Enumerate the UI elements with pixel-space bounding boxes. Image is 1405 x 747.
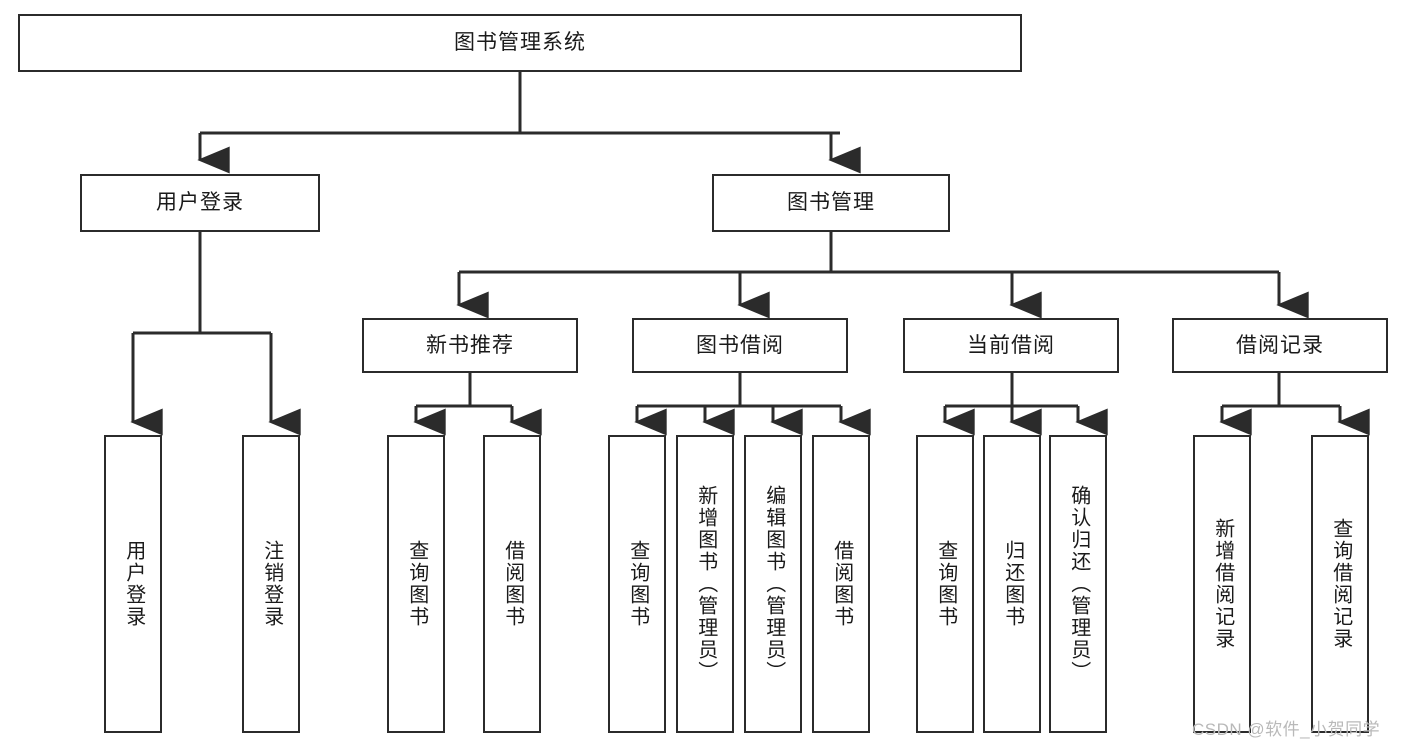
node-label: 图书管理: [787, 191, 875, 215]
node-leaf-user-login[interactable]: 用户登录: [104, 435, 162, 733]
node-label: 查询图书: [934, 540, 957, 628]
node-book-management-system[interactable]: 图书管理系统: [18, 14, 1022, 72]
node-new-book-recommend[interactable]: 新书推荐: [362, 318, 578, 373]
node-leaf-query-borrow-record[interactable]: 查询借阅记录: [1311, 435, 1369, 733]
node-leaf-add-borrow-record[interactable]: 新增借阅记录: [1193, 435, 1251, 733]
node-label: 新增借阅记录: [1211, 518, 1234, 650]
node-label: 注销登录: [260, 540, 283, 628]
node-label: 确认归还（管理员）: [1067, 485, 1090, 683]
node-leaf-borrow-book[interactable]: 借阅图书: [812, 435, 870, 733]
node-leaf-add-book[interactable]: 新增图书（管理员）: [676, 435, 734, 733]
node-label: 图书管理系统: [454, 31, 586, 55]
csdn-watermark: CSDN @软件_小贺同学: [1192, 720, 1381, 739]
node-label: 用户登录: [156, 191, 244, 215]
node-label: 借阅图书: [830, 540, 853, 628]
node-label: 编辑图书（管理员）: [762, 485, 785, 683]
node-borrow-record[interactable]: 借阅记录: [1172, 318, 1388, 373]
node-label: 借阅记录: [1236, 333, 1324, 357]
node-user-login[interactable]: 用户登录: [80, 174, 320, 232]
node-label: 当前借阅: [967, 333, 1055, 357]
node-label: 借阅图书: [501, 540, 524, 628]
node-label: 图书借阅: [696, 333, 784, 357]
node-leaf-query-book-current[interactable]: 查询图书: [916, 435, 974, 733]
node-book-borrow[interactable]: 图书借阅: [632, 318, 848, 373]
node-leaf-query-book-borrow[interactable]: 查询图书: [608, 435, 666, 733]
node-label: 查询图书: [626, 540, 649, 628]
node-leaf-logout-login[interactable]: 注销登录: [242, 435, 300, 733]
node-leaf-edit-book[interactable]: 编辑图书（管理员）: [744, 435, 802, 733]
node-current-borrow[interactable]: 当前借阅: [903, 318, 1119, 373]
node-leaf-confirm-return[interactable]: 确认归还（管理员）: [1049, 435, 1107, 733]
node-leaf-query-book-recommend[interactable]: 查询图书: [387, 435, 445, 733]
node-label: 新增图书（管理员）: [694, 485, 717, 683]
node-book-management[interactable]: 图书管理: [712, 174, 950, 232]
node-label: 查询图书: [405, 540, 428, 628]
node-leaf-borrow-book-recommend[interactable]: 借阅图书: [483, 435, 541, 733]
node-label: 归还图书: [1001, 540, 1024, 628]
node-label: 新书推荐: [426, 333, 514, 357]
node-leaf-return-book[interactable]: 归还图书: [983, 435, 1041, 733]
node-label: 用户登录: [122, 540, 145, 628]
node-label: 查询借阅记录: [1329, 518, 1352, 650]
